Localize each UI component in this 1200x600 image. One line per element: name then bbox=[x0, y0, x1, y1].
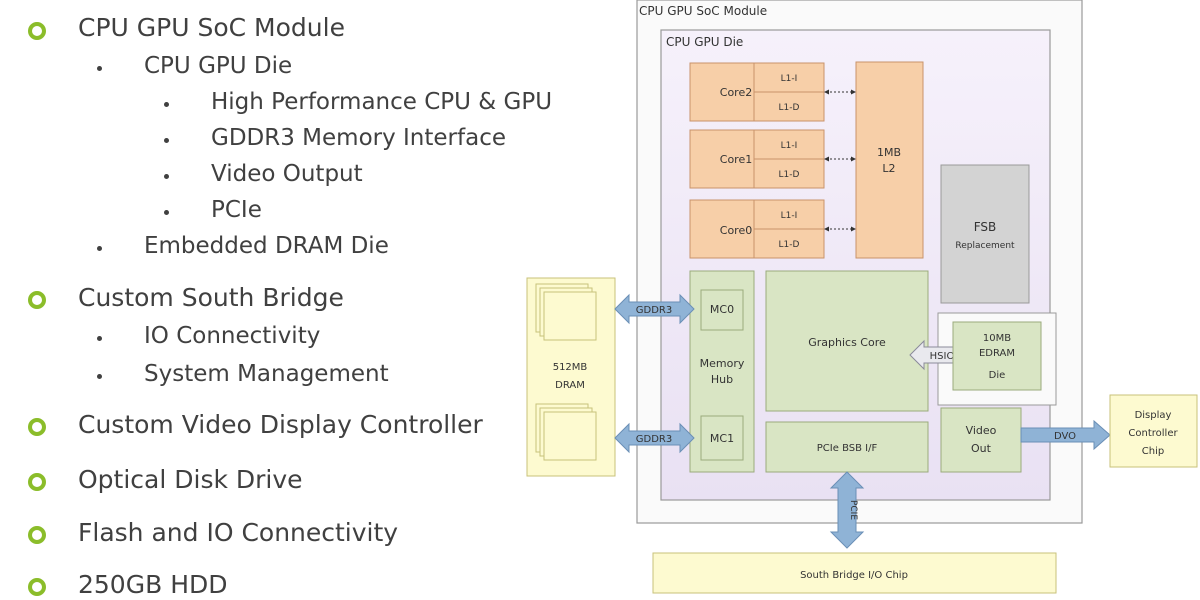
core0-l1i bbox=[753, 199, 825, 230]
dram-chips-bottom bbox=[535, 403, 597, 461]
bullet-flash-io: Flash and IO Connectivity bbox=[78, 518, 399, 547]
bullet-dot-icon bbox=[164, 102, 169, 107]
dram-name-label: DRAM bbox=[555, 380, 585, 391]
pcie-arrow-icon bbox=[829, 471, 865, 549]
mc0-block bbox=[700, 289, 744, 331]
core2-l1i bbox=[753, 62, 825, 93]
mc0-label: MC0 bbox=[710, 303, 734, 316]
bullet-ring-icon bbox=[28, 578, 46, 596]
graphics-core-label: Graphics Core bbox=[808, 336, 886, 349]
bullet-dot-icon bbox=[97, 336, 102, 341]
core2-label: Core2 bbox=[720, 86, 752, 99]
core0-label: Core0 bbox=[720, 224, 752, 237]
display-ctrl-label: Display bbox=[1135, 410, 1172, 421]
edram-size-label: 10MB bbox=[983, 333, 1011, 344]
core1-l1i-label: L1-I bbox=[781, 141, 798, 151]
bullet-video-output: Video Output bbox=[211, 161, 363, 187]
south-bridge-chip bbox=[652, 552, 1057, 594]
edram-die-label: Die bbox=[989, 370, 1006, 381]
display-ctrl-label-2: Controller bbox=[1128, 428, 1178, 439]
mc1-label: MC1 bbox=[710, 432, 734, 445]
graphics-core-block bbox=[765, 270, 929, 412]
core2-l1d bbox=[753, 91, 825, 122]
bullet-hp-cpu-gpu: High Performance CPU & GPU bbox=[211, 89, 553, 115]
dram-size-label: 512MB bbox=[553, 362, 588, 373]
core0-l1i-label: L1-I bbox=[781, 211, 798, 221]
bullet-south-bridge: Custom South Bridge bbox=[78, 283, 344, 312]
l2-label-size: 1MB bbox=[877, 146, 901, 159]
mc1-block bbox=[700, 415, 744, 461]
gddr3-top-arrow-icon bbox=[614, 293, 695, 325]
bullet-ring-icon bbox=[28, 526, 46, 544]
bullet-dot-icon bbox=[97, 374, 102, 379]
fsb-replacement-label: Replacement bbox=[955, 241, 1015, 251]
bullet-ring-icon bbox=[28, 473, 46, 491]
bullet-ring-icon bbox=[28, 291, 46, 309]
bullet-dot-icon bbox=[164, 138, 169, 143]
bullet-edram-die: Embedded DRAM Die bbox=[144, 233, 389, 259]
fsb-label: FSB bbox=[974, 220, 997, 234]
bullet-pcie: PCIe bbox=[211, 197, 262, 223]
bullet-cpu-gpu-die: CPU GPU Die bbox=[144, 53, 293, 79]
core2-l1d-label: L1-D bbox=[779, 103, 800, 113]
bullet-dot-icon bbox=[97, 246, 102, 251]
display-controller-chip bbox=[1109, 394, 1198, 468]
l1-l2-arrowheads bbox=[824, 89, 856, 232]
l2-label-name: L2 bbox=[882, 162, 895, 175]
memory-hub-label: Memory bbox=[700, 357, 745, 370]
hsio-label: HSIO bbox=[930, 351, 955, 362]
cpu-gpu-die-title: CPU GPU Die bbox=[666, 35, 743, 49]
video-out-label-2: Out bbox=[971, 442, 992, 455]
pcie-bsb-block bbox=[765, 421, 929, 473]
core1-l1d bbox=[753, 158, 825, 189]
video-out-label: Video bbox=[966, 424, 997, 437]
edram-name-label: EDRAM bbox=[979, 348, 1015, 359]
core0-l1d bbox=[753, 228, 825, 259]
soc-block-diagram: CPU GPU SoC Module CPU GPU Die Core2 L1-… bbox=[520, 0, 1200, 600]
gddr3-bottom-arrow-icon bbox=[614, 422, 695, 454]
core2-l1i-label: L1-I bbox=[781, 74, 798, 84]
display-ctrl-label-3: Chip bbox=[1142, 446, 1164, 457]
bullet-ring-icon bbox=[28, 418, 46, 436]
pcie-arrow-label: PCIE bbox=[848, 500, 858, 520]
pcie-bsb-label: PCIe BSB I/F bbox=[817, 443, 878, 454]
l1-l2-connectors bbox=[826, 91, 854, 230]
bullet-video-ctrl: Custom Video Display Controller bbox=[78, 410, 483, 439]
video-out-block bbox=[940, 407, 1022, 473]
fsb-replacement-block bbox=[940, 164, 1030, 304]
bullet-dot-icon bbox=[97, 66, 102, 71]
core1-l1i bbox=[753, 129, 825, 160]
bullet-ring-icon bbox=[28, 22, 46, 40]
bullet-io-conn: IO Connectivity bbox=[144, 323, 321, 349]
edram-die-block bbox=[952, 321, 1042, 391]
soc-module-title: CPU GPU SoC Module bbox=[639, 4, 767, 18]
dvo-arrow-icon bbox=[1020, 419, 1111, 451]
bullet-odd: Optical Disk Drive bbox=[78, 465, 303, 494]
l2-cache-block bbox=[855, 61, 924, 259]
bullet-cpu-gpu-soc: CPU GPU SoC Module bbox=[78, 13, 345, 42]
gddr3-top-label: GDDR3 bbox=[636, 305, 672, 316]
bullet-dot-icon bbox=[164, 174, 169, 179]
memory-hub-label-2: Hub bbox=[711, 373, 733, 386]
core1-l1d-label: L1-D bbox=[779, 170, 800, 180]
gddr3-bottom-label: GDDR3 bbox=[636, 434, 672, 445]
bullet-hdd: 250GB HDD bbox=[78, 570, 228, 599]
core0-l1d-label: L1-D bbox=[779, 240, 800, 250]
bullet-list: CPU GPU SoC Module CPU GPU Die High Perf… bbox=[28, 13, 553, 599]
south-bridge-label: South Bridge I/O Chip bbox=[800, 570, 908, 581]
bullet-sys-mgmt: System Management bbox=[144, 361, 389, 387]
core1-label: Core1 bbox=[720, 153, 752, 166]
bullet-gddr3-iface: GDDR3 Memory Interface bbox=[211, 125, 506, 151]
dram-chips-top bbox=[535, 283, 597, 341]
bullet-dot-icon bbox=[164, 210, 169, 215]
dvo-label: DVO bbox=[1054, 431, 1076, 442]
